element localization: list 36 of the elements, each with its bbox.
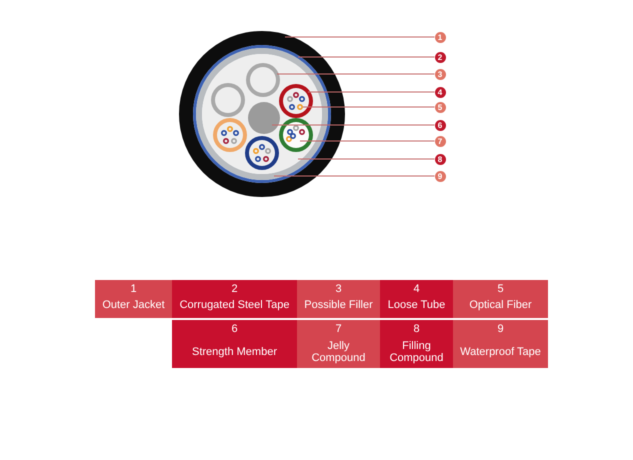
part-name: Outer Jacket [102, 299, 165, 311]
part-name: Jelly Compound [310, 340, 366, 364]
filling-compound [202, 54, 322, 174]
part-number: 3 [335, 283, 342, 296]
leader-line [272, 124, 435, 126]
part-number: 7 [335, 323, 342, 336]
callout-number: 7 [434, 136, 446, 146]
callout-number: 1 [434, 32, 446, 42]
callout-number: 8 [434, 154, 446, 164]
leader-line [300, 140, 435, 142]
optical-fiber [297, 104, 303, 110]
part-number: 2 [231, 283, 238, 296]
leader-line [302, 106, 435, 108]
part-number: 4 [413, 283, 420, 296]
callout-number: 6 [434, 120, 446, 130]
part-name: Possible Filler [304, 299, 373, 311]
callout-number: 3 [434, 68, 446, 80]
callout-number: 5 [434, 102, 446, 112]
strength-member [248, 102, 280, 134]
part-number: 5 [497, 283, 504, 296]
part-name: Corrugated Steel Tape [180, 299, 290, 311]
part-number: 1 [130, 283, 137, 296]
leader-line [298, 158, 435, 160]
callout-number: 4 [434, 86, 446, 98]
callout-number: 2 [434, 52, 446, 62]
part-number: 8 [413, 323, 420, 336]
callout-number: 9 [434, 170, 446, 182]
outer-jacket-ring [179, 31, 345, 197]
part-name: Loose Tube [388, 299, 446, 311]
part-name: Optical Fiber [469, 299, 532, 311]
part-name: Waterproof Tape [460, 346, 541, 358]
part-name: Strength Member [192, 346, 277, 358]
part-number: 6 [231, 323, 238, 336]
part-name: Filling Compound [388, 340, 444, 364]
part-number: 9 [497, 323, 504, 336]
leader-line [298, 56, 435, 58]
